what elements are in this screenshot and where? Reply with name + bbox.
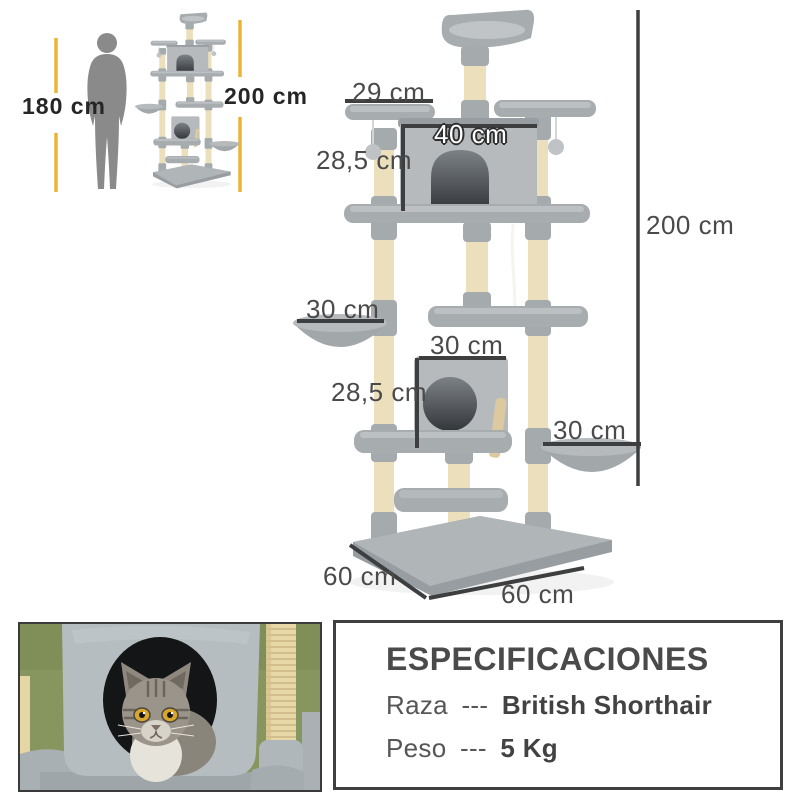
spec-breed-value: British Shorthair xyxy=(501,690,713,720)
dim-label-upper-house-height: 28,5 cm xyxy=(316,145,412,175)
spec-breed-label: Raza xyxy=(386,690,448,720)
dim-label-left-hammock: 30 cm xyxy=(306,294,380,324)
specifications-panel: ESPECIFICACIONES Raza --- British Shorth… xyxy=(333,620,783,790)
dim-line-60cm-right xyxy=(428,566,585,600)
dim-label-top-platform: 29 cm xyxy=(352,77,426,107)
spec-row-breed: Raza --- British Shorthair xyxy=(386,690,780,721)
cat-photo-art xyxy=(20,624,320,790)
spec-row-weight: Peso --- 5 Kg xyxy=(386,733,780,764)
spec-breed-dashes: --- xyxy=(461,690,489,720)
spec-weight-value: 5 Kg xyxy=(500,733,558,763)
dim-label-middle-house-width: 30 cm xyxy=(430,330,504,360)
dim-label-total-height: 200 cm xyxy=(646,210,735,240)
dim-label-upper-house-width: 40 cm xyxy=(434,119,508,149)
dim-line-60cm-left xyxy=(348,543,428,600)
cat xyxy=(117,662,216,782)
spec-weight-label: Peso xyxy=(386,733,447,763)
dim-label-base-right: 60 cm xyxy=(501,579,575,609)
cat-photo xyxy=(18,622,322,792)
mini-tree-height-label: 200 cm xyxy=(224,83,309,109)
human-height-label: 180 cm xyxy=(22,93,107,119)
specifications-title: ESPECIFICACIONES xyxy=(386,641,709,677)
dimension-lines xyxy=(297,10,641,600)
dim-label-right-hammock: 30 cm xyxy=(553,415,627,445)
dim-label-base-left: 60 cm xyxy=(323,561,397,591)
spec-weight-dashes: --- xyxy=(460,733,487,763)
dim-label-middle-house-height: 28,5 cm xyxy=(331,377,427,407)
dimension-diagram xyxy=(54,8,643,600)
human-silhouette xyxy=(87,33,127,189)
